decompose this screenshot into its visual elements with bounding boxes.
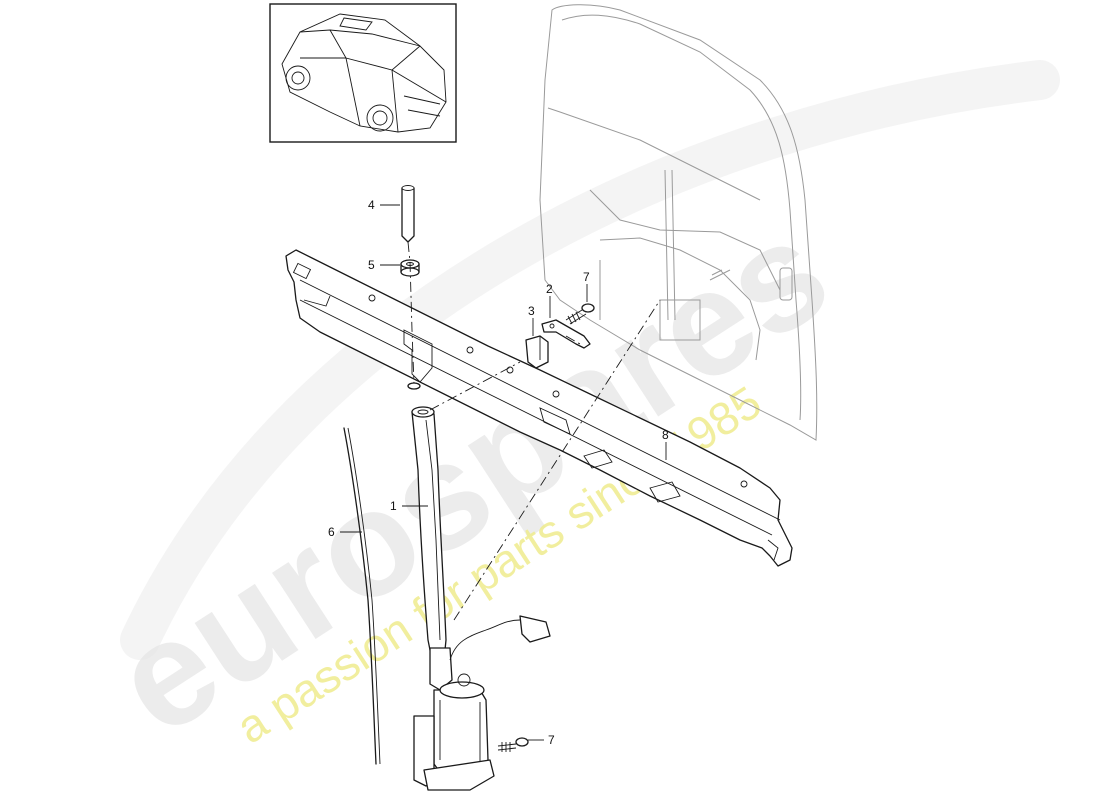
callout-2: 2 [546, 282, 553, 296]
callout-1: 1 [390, 499, 397, 513]
part-3-clip [525, 335, 549, 369]
window-motor [413, 615, 551, 791]
part-7-screw-upper [565, 303, 595, 325]
callout-8: 8 [662, 428, 669, 442]
vehicle-thumbnail [269, 3, 457, 143]
part-6-cable [343, 427, 381, 765]
callout-7-lower: 7 [548, 733, 555, 747]
assembly-lines [407, 241, 661, 621]
callout-3: 3 [528, 304, 535, 318]
car-icon [281, 13, 447, 133]
callout-5: 5 [368, 258, 375, 272]
callout-4: 4 [368, 198, 375, 212]
part-1-tube [411, 406, 447, 661]
guide-rail [285, 249, 793, 567]
part-4-pin [401, 185, 415, 243]
door-outline [539, 4, 818, 441]
part-2-bracket [541, 319, 591, 349]
callouts: 4 5 2 3 7 8 1 6 7 [328, 198, 669, 747]
callout-6: 6 [328, 525, 335, 539]
part-7-screw-lower [497, 737, 529, 752]
callout-7-upper: 7 [583, 270, 590, 284]
